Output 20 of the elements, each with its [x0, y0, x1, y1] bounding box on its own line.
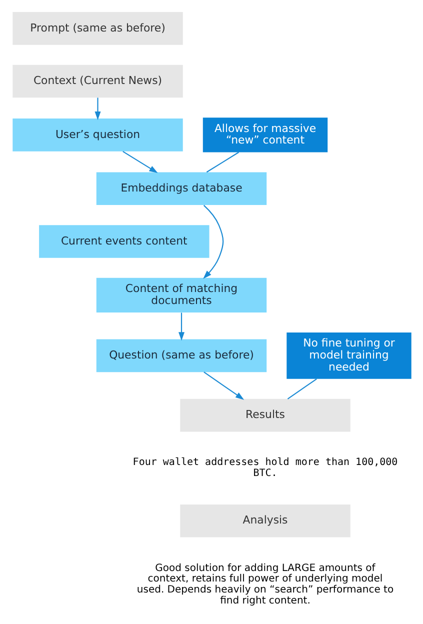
node-box: Embeddings database — [96, 172, 266, 206]
arrow — [203, 372, 244, 400]
node-box: Allows for massive “new” content — [202, 118, 328, 152]
arrow — [122, 150, 158, 174]
label: Good solution for adding LARGE amounts of context, retains full power of underlying model used. Depends heavily on “search” performance to find right content. — [136, 562, 394, 607]
arrow — [94, 98, 100, 120]
node-box: Results — [180, 398, 350, 432]
node-box: Context (Current News) — [12, 64, 182, 98]
node-box: Content of matching documents — [96, 278, 266, 312]
arrow — [202, 204, 224, 279]
arrow — [178, 312, 184, 341]
node-box: Analysis — [180, 504, 350, 538]
node-box: No fine tuning or model training needed — [286, 332, 411, 379]
connector — [206, 152, 239, 173]
node-box: Current events content — [38, 225, 209, 258]
node-box: User’s question — [12, 118, 182, 152]
connector — [286, 378, 316, 400]
node-box: Question (same as before) — [96, 339, 266, 372]
node-box: Prompt (same as before) — [12, 12, 182, 45]
label: Four wallet addresses hold more than 100,000 BTC. — [132, 457, 398, 480]
